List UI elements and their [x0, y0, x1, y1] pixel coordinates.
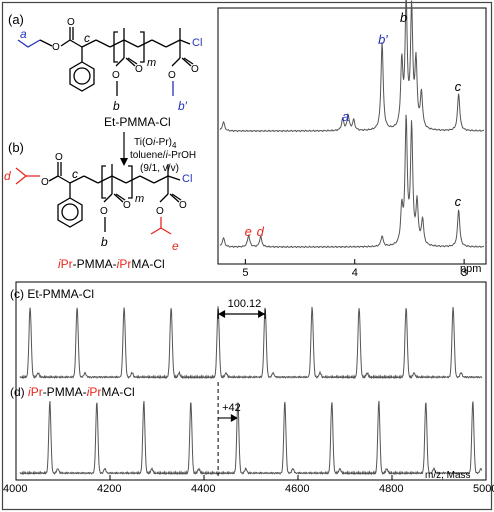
nmr-peak-label-b: c — [455, 194, 462, 209]
structure-a: (a) a O O c O O b m Cl — [8, 12, 202, 129]
reaction-arrow: Ti(Oi-Pr)4 toluene/i-PrOH (9/1, v/v) — [120, 132, 196, 174]
shift-label: +42 — [222, 402, 241, 414]
spacing-annotation: 100.12 — [217, 298, 266, 319]
nmr-peak-label-a: b — [400, 10, 407, 25]
reaction-conditions-2: toluene/i-PrOH — [130, 150, 196, 161]
nmr-frame — [217, 7, 487, 265]
label-e-b: e — [172, 239, 179, 253]
ethyl-group — [17, 39, 41, 48]
ms-plot: (c) Et-PMMA-Cl (d) iPr-PMMA-iPrMA-Cl 400… — [3, 281, 494, 495]
ms-x-tick-label: 4000 — [3, 483, 27, 495]
carbonyl-o-b2: O — [123, 200, 131, 211]
label-m-b: m — [135, 193, 144, 205]
phenyl-ring-a — [69, 61, 95, 92]
ms-frame — [15, 281, 487, 481]
reaction-conditions-3: (9/1, v/v) — [140, 163, 179, 174]
ms-x-axis: 4000 4200 4400 4600 4800 5000 — [3, 475, 494, 495]
label-d-b: d — [4, 169, 11, 183]
nmr-peak-label-a: b′ — [378, 32, 388, 47]
label-bp-a: b′ — [178, 99, 188, 113]
nmr-peak-label-b: e — [245, 224, 252, 239]
ester-o-a2: O — [112, 70, 120, 81]
bracket-left-b — [101, 165, 106, 199]
nmr-x-tick-label: 5 — [242, 267, 248, 279]
label-b-a: b — [113, 99, 120, 113]
nmr-x-tick-label: 4 — [352, 267, 358, 279]
ms-x-tick-label: 5000 — [473, 483, 494, 495]
ms-spectrum-c — [19, 306, 483, 380]
bracket-right-b — [128, 165, 133, 199]
ester-o-b2: O — [100, 206, 108, 217]
label-m-a: m — [147, 57, 156, 69]
label-c-b: c — [72, 167, 78, 181]
panel-label-a: (a) — [8, 12, 24, 27]
nmr-peak-label-a: a — [342, 109, 349, 124]
bracket-left-a — [113, 31, 118, 63]
ester-o-a1: O — [52, 42, 60, 53]
ms-x-tick-label: 4200 — [97, 483, 121, 495]
nmr-x-axis-label: ppm — [460, 263, 481, 275]
ms-x-tick-label: 4600 — [285, 483, 309, 495]
cl-a: Cl — [192, 37, 202, 49]
nmr-x-axis: 5 4 3 — [242, 259, 467, 279]
cl-b: Cl — [182, 173, 192, 185]
shift-annotation: +42 — [217, 382, 241, 476]
nmr-spectrum-b — [219, 114, 485, 249]
isopropyl-group-b2 — [150, 217, 162, 235]
panel-label-d: (d) iPr-PMMA-iPrMA-Cl — [10, 385, 135, 399]
nmr-x-tick-label: 3 — [461, 267, 467, 279]
carbonyl-o-b3: O — [179, 200, 187, 211]
label-c-a: c — [84, 31, 90, 45]
nmr-peak-label-b: d — [257, 224, 265, 239]
ms-spectrum-d — [19, 400, 483, 476]
et-pmma-cl-name: Et-PMMA-Cl — [104, 115, 171, 129]
nmr-peak-label-a: c — [455, 79, 462, 94]
bracket-right-a — [140, 31, 145, 63]
structure-b: (b) d O O c O O b m Cl — [4, 140, 192, 271]
nmr-spectrum-a — [219, 0, 485, 133]
phenyl-ring-b — [57, 197, 83, 228]
panel-label-c: (c) Et-PMMA-Cl — [10, 287, 94, 301]
label-a: a — [20, 27, 27, 41]
carbonyl-o-a1: O — [67, 17, 75, 28]
ester-o-b1: O — [41, 177, 49, 188]
carbonyl-o-b1: O — [55, 152, 63, 163]
ms-x-axis-label: m/z, Mass — [425, 470, 471, 481]
panel-label-b: (b) — [8, 140, 24, 155]
ipr-pmma-name: iPr-PMMA-iPrMA-Cl — [58, 257, 165, 271]
isopropyl-group-b1 — [15, 167, 28, 185]
carbonyl-o-a2: O — [135, 64, 143, 75]
ms-x-tick-label: 4400 — [191, 483, 215, 495]
ester-o-b3: O — [156, 206, 164, 217]
spacing-label: 100.12 — [228, 298, 262, 310]
reaction-conditions-1: Ti(Oi-Pr)4 — [134, 137, 177, 150]
carbonyl-o-a3: O — [191, 64, 199, 75]
ms-x-tick-label: 4800 — [379, 483, 403, 495]
label-b-b: b — [101, 235, 108, 249]
ester-o-a3: O — [168, 70, 176, 81]
